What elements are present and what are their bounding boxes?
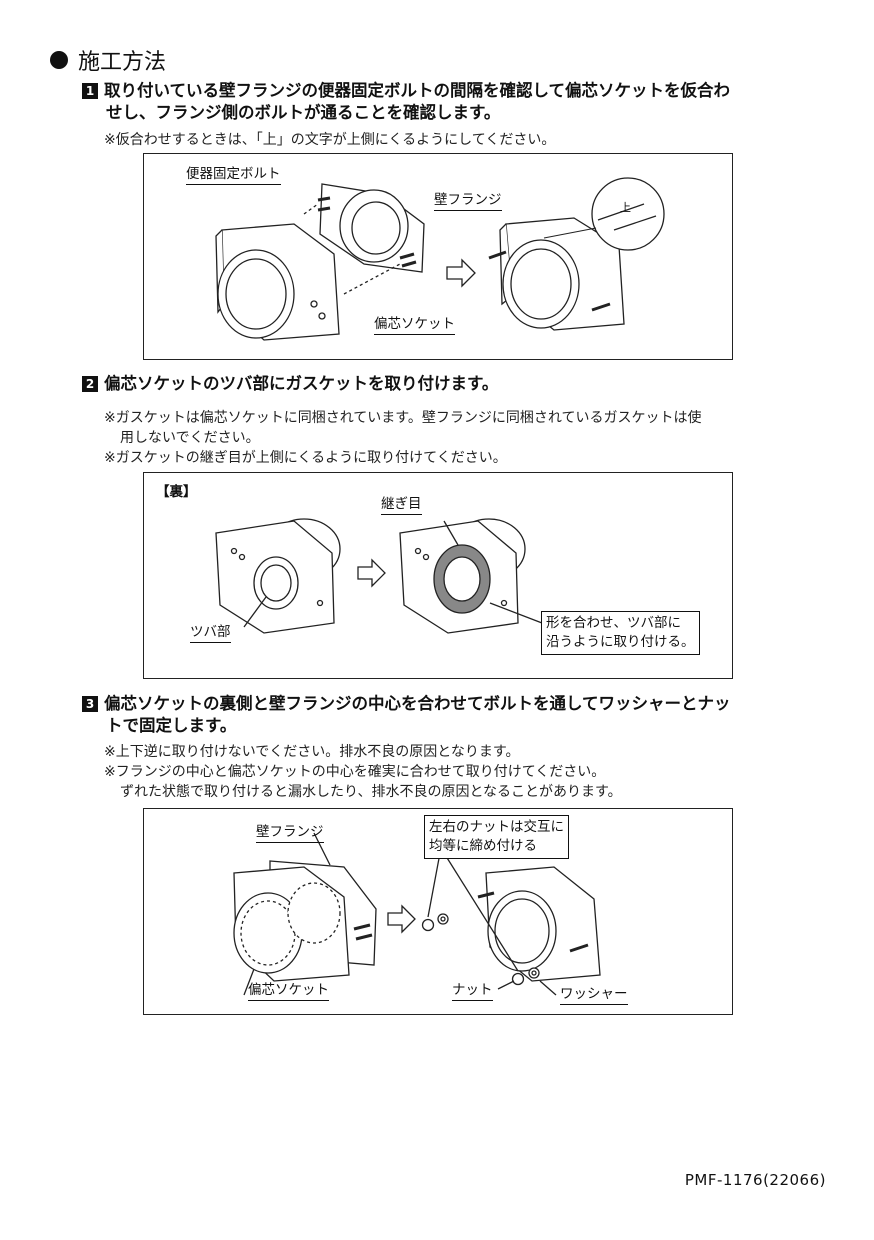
step-1-title-line2: せし、フランジ側のボルトが通ることを確認します。 (106, 103, 501, 122)
step-3-callout-line1: 左右のナットは交互に (429, 819, 564, 835)
step-2-notes: ※ガスケットは偏芯ソケットに同梱されています。壁フランジに同梱されているガスケッ… (104, 408, 824, 468)
label-toilet-bolt: 便器固定ボルト (186, 165, 281, 185)
step-3-note-1: ※上下逆に取り付けないでください。排水不良の原因となります。 (104, 744, 520, 760)
document-code: PMF-1176(22066) (684, 1171, 826, 1189)
step-2-callout: 形を合わせ、ツバ部に 沿うように取り付ける。 (541, 611, 700, 655)
label-wall-flange: 壁フランジ (434, 191, 502, 211)
label-washer: ワッシャー (560, 985, 628, 1005)
section-heading: 施工方法 (50, 44, 166, 76)
step-3-title-line2: トで固定します。 (106, 716, 237, 735)
step-number-3: 3 (82, 696, 98, 712)
label-back: 【裏】 (156, 484, 197, 500)
step-3-note-2-cont: ずれた状態で取り付けると漏水したり、排水不良の原因となることがあります。 (120, 784, 622, 800)
step-3-note-2: ※フランジの中心と偏芯ソケットの中心を確実に合わせて取り付けてください。 (104, 764, 606, 780)
step-2-figure: 【裏】 継ぎ目 ツバ部 形を合わせ、ツバ部に 沿うように取り付ける。 (143, 472, 733, 679)
label-offset-socket: 偏芯ソケット (374, 315, 455, 335)
step-3-illustration (233, 832, 601, 996)
step-2-title-line1: 偏芯ソケットのツバ部にガスケットを取り付けます。 (104, 374, 499, 393)
step-2-callout-line2: 沿うように取り付ける。 (546, 634, 695, 650)
step-1-note: ※仮合わせするときは、「上」の文字が上側にくるようにしてください。 (104, 132, 556, 148)
bullet-icon (50, 51, 68, 69)
label-up-mark: 上 (620, 201, 631, 214)
step-3-callout-line2: 均等に締め付ける (429, 838, 537, 854)
step-number-1: 1 (82, 83, 98, 99)
label-seam: 継ぎ目 (381, 495, 422, 515)
step-2-illustration (215, 518, 543, 634)
step-1-title-line1: 取り付いている壁フランジの便器固定ボルトの間隔を確認して偏芯ソケットを仮合わ (104, 81, 731, 100)
step-2-title: 2 偏芯ソケットのツバ部にガスケットを取り付けます。 (82, 373, 842, 395)
step-3-callout: 左右のナットは交互に 均等に締め付ける (424, 815, 569, 859)
step-3-title-line1: 偏芯ソケットの裏側と壁フランジの中心を合わせてボルトを通してワッシャーとナッ (104, 694, 731, 713)
step-2-note-1: ※ガスケットは偏芯ソケットに同梱されています。壁フランジに同梱されているガスケッ… (104, 410, 702, 426)
step-2-callout-line1: 形を合わせ、ツバ部に (546, 615, 681, 631)
step-2-note-1-cont: 用しないでください。 (120, 430, 260, 446)
step-3-figure: 壁フランジ 偏芯ソケット 左右のナットは交互に 均等に締め付ける ナット ワッシ… (143, 808, 733, 1015)
label-offset-socket: 偏芯ソケット (248, 981, 329, 1001)
step-3-notes: ※上下逆に取り付けないでください。排水不良の原因となります。 ※フランジの中心と… (104, 742, 824, 802)
label-nut: ナット (452, 981, 493, 1001)
label-wall-flange: 壁フランジ (256, 823, 324, 843)
step-1-illustration (215, 177, 665, 341)
step-1-figure: 便器固定ボルト 壁フランジ 偏芯ソケット 上 (143, 153, 733, 360)
step-2-note-2: ※ガスケットの継ぎ目が上側にくるように取り付けてください。 (104, 450, 507, 466)
label-brim: ツバ部 (190, 623, 231, 643)
section-title: 施工方法 (78, 50, 167, 75)
step-number-2: 2 (82, 376, 98, 392)
